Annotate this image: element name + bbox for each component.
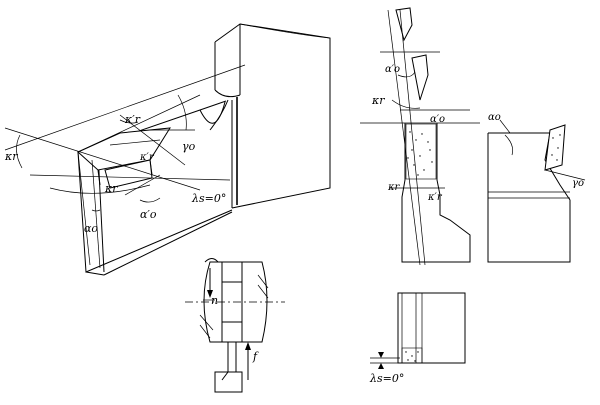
tool-shank — [77, 99, 233, 276]
cutting-tip — [77, 127, 171, 189]
label-alpha-o-topright: αo — [488, 112, 501, 123]
angle-arcs — [16, 94, 187, 212]
label-alpha-o-prime: α′o — [140, 208, 157, 221]
section-piece-mid — [411, 54, 429, 101]
label-kr-prime-small: κ′r — [427, 192, 443, 203]
reference-lines — [4, 64, 246, 269]
label-f: f — [252, 350, 259, 363]
label-kr-left: κr — [4, 150, 18, 163]
label-kr-prime-top: κ′r — [124, 113, 141, 126]
label-lambda-s-main: λs=0° — [191, 192, 226, 205]
label-alpha-o: αo — [84, 222, 98, 235]
label-alpha-o-prime-b: α′o — [430, 114, 445, 125]
label-kr-prime-mid: κ′r — [139, 152, 155, 163]
bottom-right-view: λs=0° — [369, 292, 466, 385]
turning-setup-view: n f — [185, 258, 285, 393]
label-lambda-s-bottom: λs=0° — [369, 372, 404, 385]
label-kr-lower: κr — [104, 182, 118, 195]
insert-hatching — [407, 131, 433, 176]
label-kr-topright: κr — [371, 94, 385, 107]
label-gamma-o-topright: γo — [572, 178, 584, 189]
label-n: n — [211, 294, 218, 307]
label-alpha-o-prime-a: α′o — [385, 64, 400, 75]
label-kr-small: κr — [387, 182, 401, 193]
isometric-tool-view: κr κ′r κ′r κr γo α′o αo λs=0° — [4, 23, 331, 276]
workpiece-block — [214, 23, 331, 209]
top-right-views: α′o α′o κr κr κ′r αo γo — [360, 7, 586, 266]
section-piece-top — [395, 7, 413, 42]
label-gamma-o: γo — [182, 140, 196, 153]
